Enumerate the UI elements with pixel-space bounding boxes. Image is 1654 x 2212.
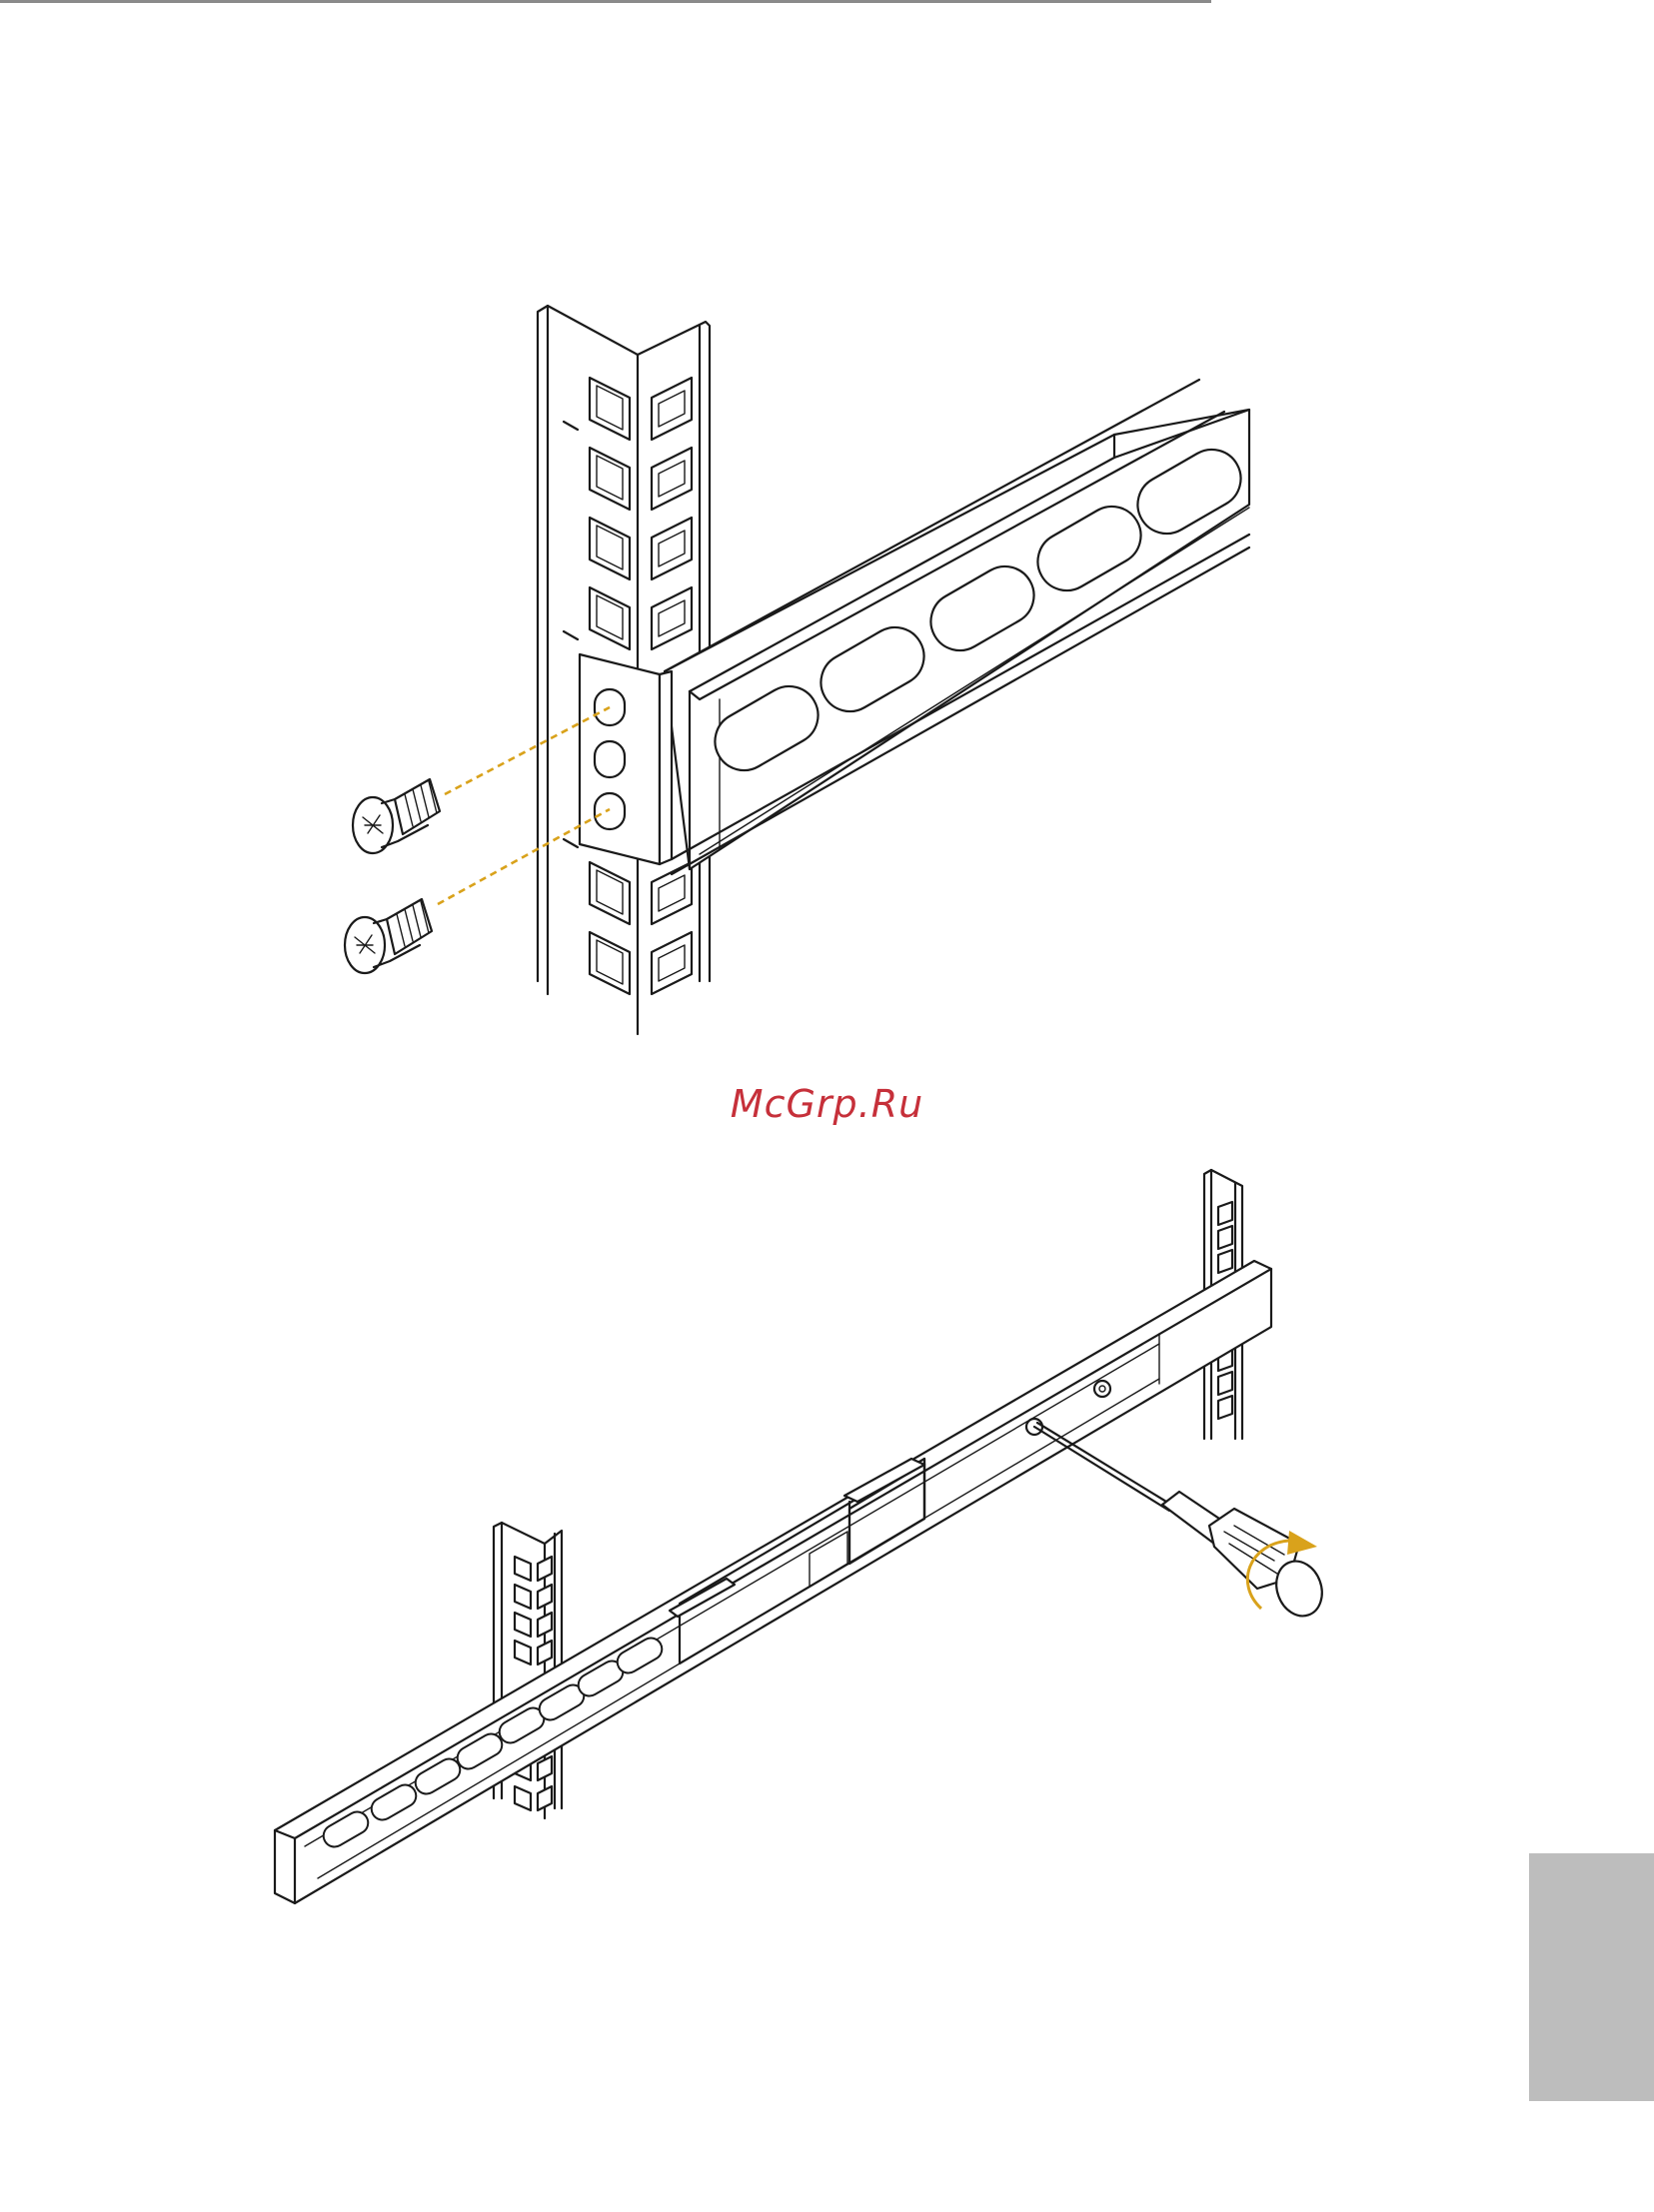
rail-front-mount-figure [345, 306, 1251, 1034]
rail-length-adjust-figure [275, 1170, 1329, 1903]
sliding-rail-icon [275, 1261, 1271, 1903]
side-tab [1529, 1853, 1654, 2101]
screw-icon [353, 779, 440, 853]
watermark-text: McGrp.Ru [0, 1082, 1654, 1126]
screwdriver-icon [1034, 1423, 1329, 1623]
